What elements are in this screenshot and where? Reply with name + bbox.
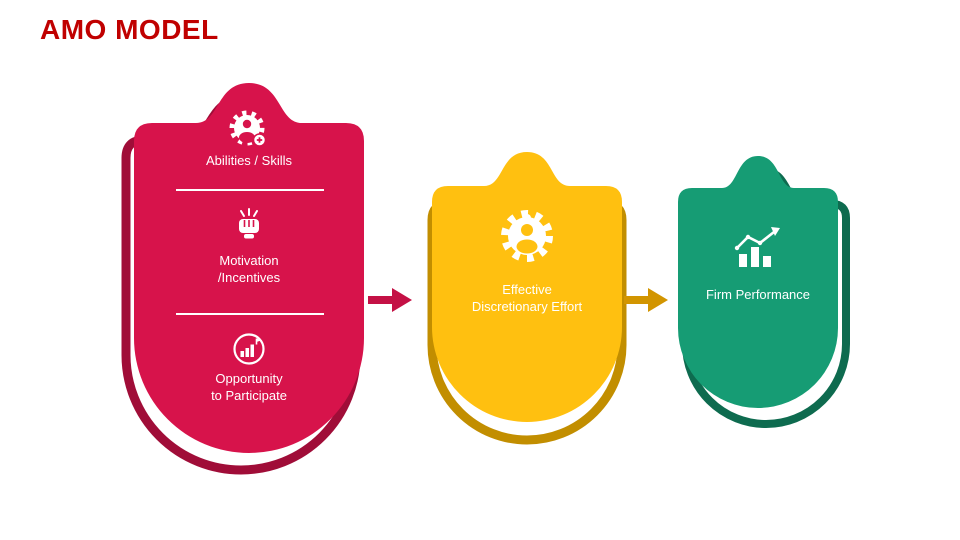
- performance-label-line: Firm Performance: [705, 287, 811, 302]
- effort-label: Effective Discretionary Effort: [417, 281, 637, 315]
- motivation-label-line: /Incentives: [217, 270, 281, 285]
- arrow-right-icon: [624, 288, 668, 312]
- user-gear-plus-icon: [229, 110, 267, 147]
- badge-abilities: [121, 83, 364, 475]
- badge-abilities-body: [134, 83, 364, 453]
- badge-effort-body: [432, 152, 622, 422]
- growth-flag-circle-icon: [233, 333, 265, 365]
- effort-label-line: Effective: [502, 282, 552, 297]
- slide-title: AMO MODEL: [40, 14, 219, 45]
- badge-performance-body: [678, 156, 838, 408]
- opportunity-label-line: Opportunity: [215, 371, 283, 386]
- bar-chart-trend-icon: [734, 227, 780, 267]
- motivation-label: Motivation /Incentives: [149, 252, 349, 286]
- arrow-right-icon: [368, 288, 412, 312]
- badge-performance: [678, 156, 850, 428]
- person-gear-icon: [501, 210, 553, 262]
- opportunity-label-line: to Participate: [211, 388, 287, 403]
- performance-label: Firm Performance: [658, 286, 858, 303]
- fist-rays-icon: [239, 208, 259, 239]
- effort-label-line: Discretionary Effort: [471, 299, 583, 314]
- arrow-yellow-shape: [624, 288, 668, 312]
- arrow-red-shape: [368, 288, 412, 312]
- abilities-label: Abilities / Skills: [149, 152, 349, 169]
- separator-2: [176, 313, 324, 315]
- motivation-label-line: Motivation: [219, 253, 279, 268]
- badge-effort: [427, 152, 627, 445]
- separator-1: [176, 189, 324, 191]
- opportunity-label: Opportunity to Participate: [149, 370, 349, 404]
- abilities-label-line: Abilities / Skills: [206, 153, 292, 168]
